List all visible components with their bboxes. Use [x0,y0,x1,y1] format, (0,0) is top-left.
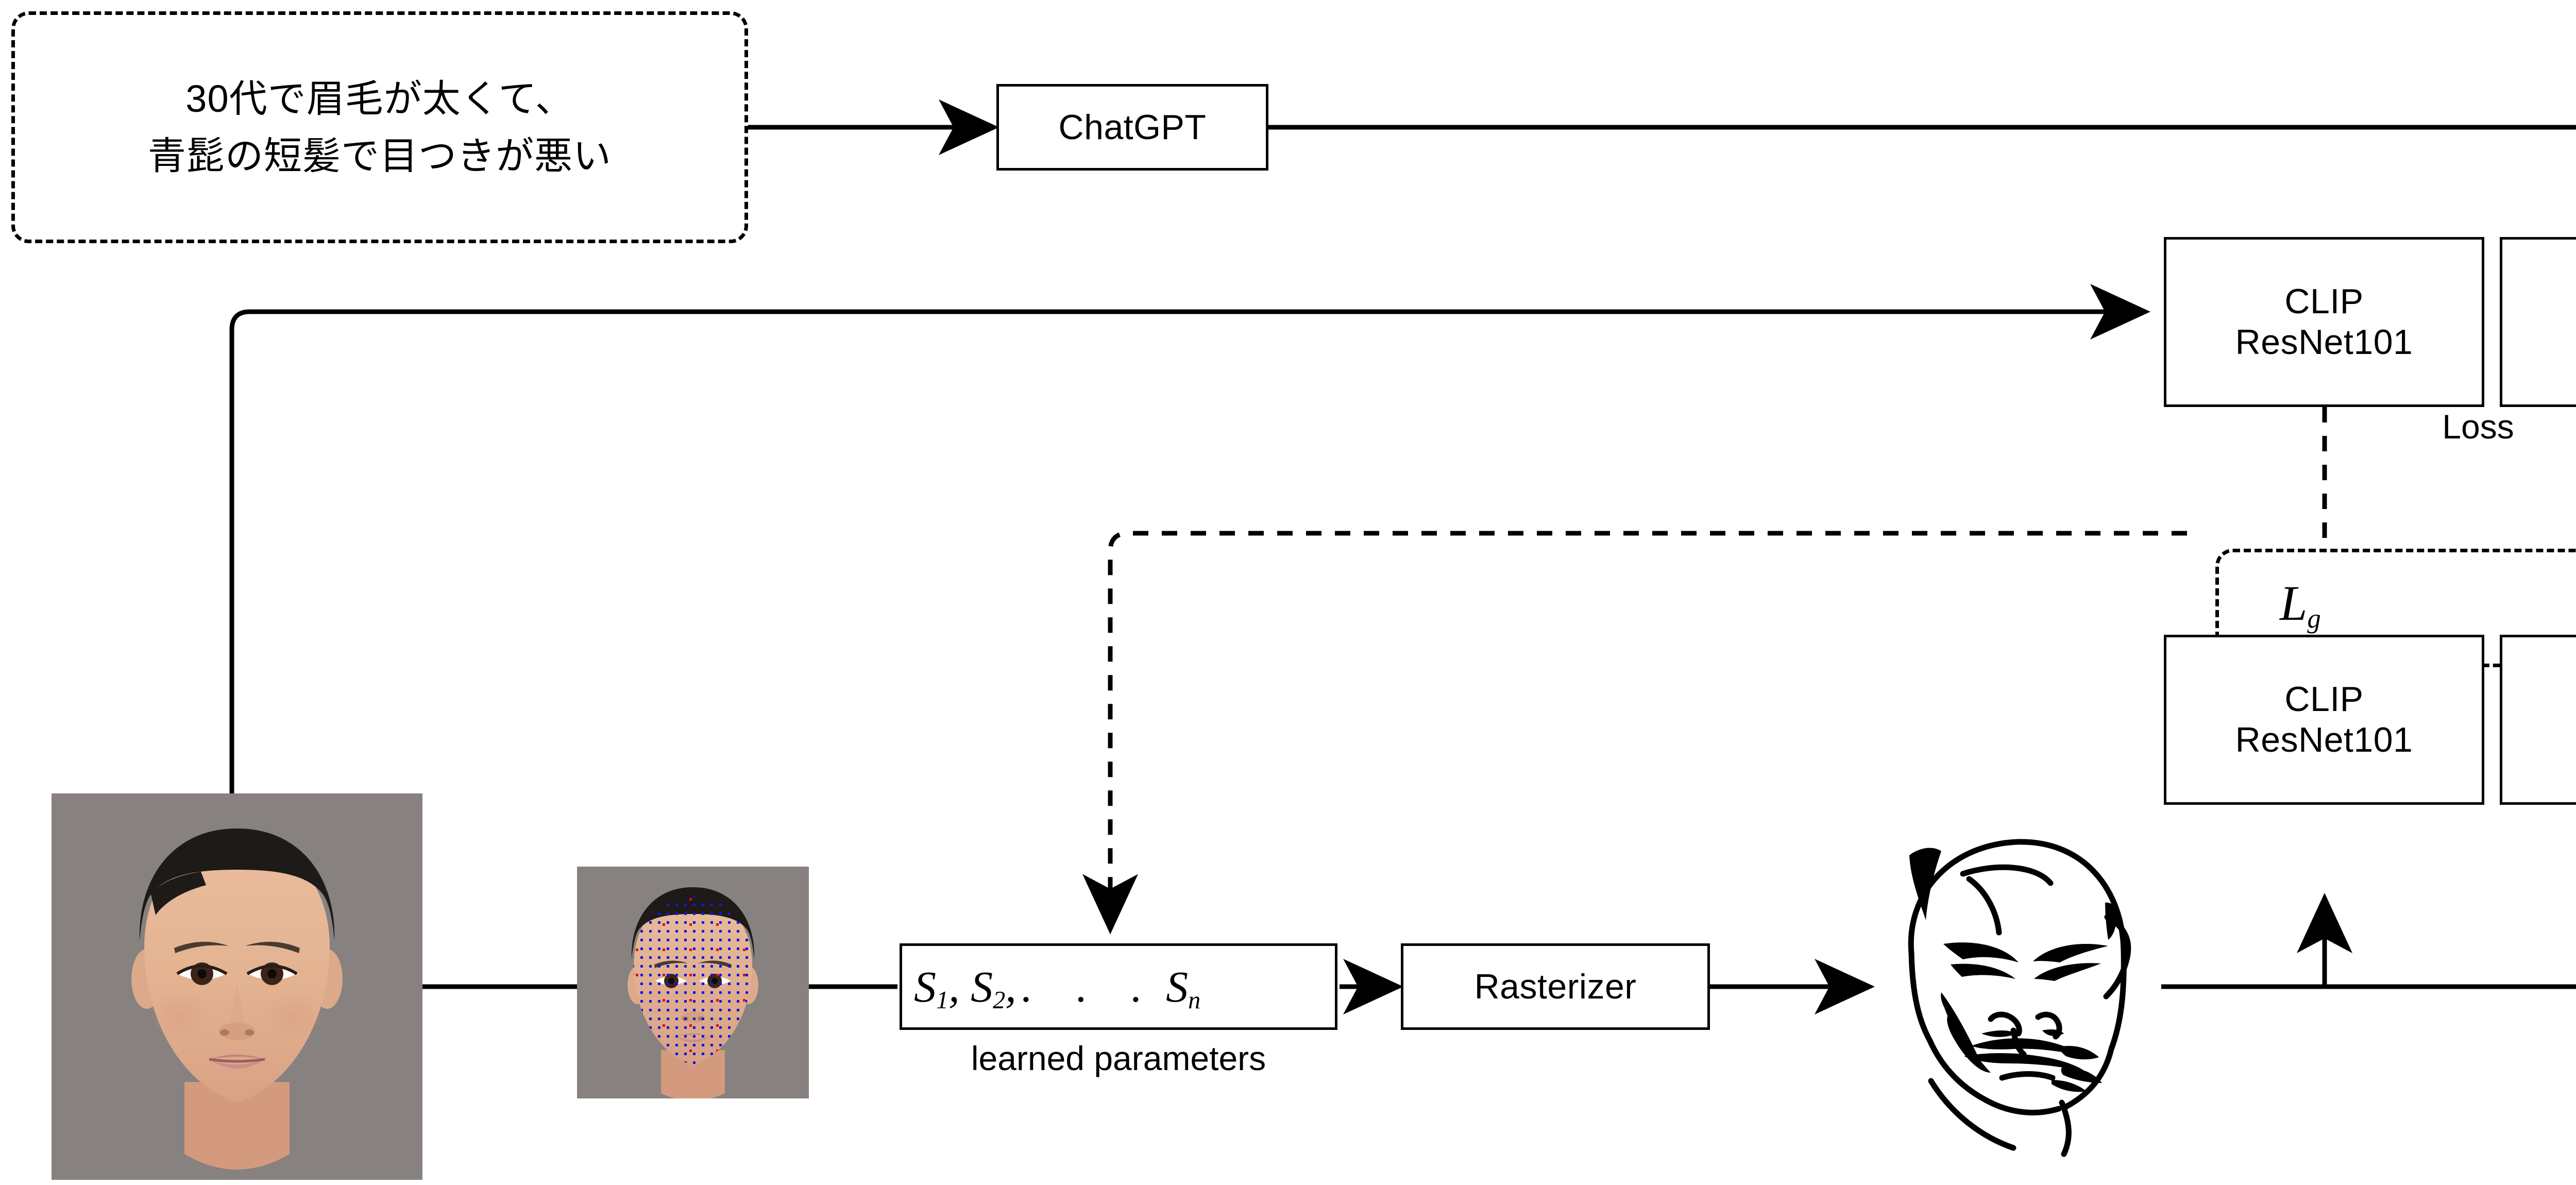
source-face-render [131,828,343,1170]
clip-resnet101-top-node[interactable]: CLIP ResNet101 [2164,237,2484,407]
clip-vit-bottom-node[interactable]: CLIP ViT-B/32 [2500,635,2576,805]
learned-parameters-box[interactable]: S1, . . . [900,943,1337,1030]
loss-term-lg: Lg [2280,574,2321,634]
wire-loss-backprop-to-params [1082,531,2187,935]
clip-resnet101-bottom-line1: CLIP [2284,680,2364,719]
clip-resnet101-bottom-node[interactable]: CLIP ResNet101 [2164,635,2484,805]
clip-resnet101-bottom-line2: ResNet101 [2235,720,2413,759]
rasterizer-node[interactable]: Rasterizer [1401,943,1710,1030]
wire-chatgpt-to-clip-vit-top [1267,125,2576,130]
loss-label: Loss [2442,408,2514,446]
landmark-face-render [628,887,758,1098]
clip-resnet101-top-line2: ResNet101 [2235,323,2413,362]
chatgpt-node[interactable]: ChatGPT [996,84,1268,171]
wire-photo-to-clip-resnet-top [229,284,2150,793]
source-face-photo [52,793,422,1180]
clip-vit-top-node[interactable]: CLIP ViT-B/32 [2500,237,2576,407]
output-sketch [1880,824,2169,1164]
learned-parameters-caption: learned parameters [971,1039,1266,1077]
loss-term-lg-symbol: L [2280,575,2308,631]
prompt-textbox[interactable]: 30代で眉毛が太くて、 青髭の短髪で目つきが悪い [11,11,748,243]
prompt-text: 30代で眉毛が太くて、 青髭の短髪で目つきが悪い [148,77,612,177]
wire-sketch-bus [2161,984,2576,989]
clip-resnet101-top-line1: CLIP [2284,282,2364,321]
loss-term-lg-sub: g [2307,603,2321,634]
output-sketch-render [1908,839,2131,1157]
chatgpt-label: ChatGPT [1058,107,1207,147]
landmark-face-photo [577,867,809,1098]
rasterizer-label: Rasterizer [1474,967,1637,1006]
